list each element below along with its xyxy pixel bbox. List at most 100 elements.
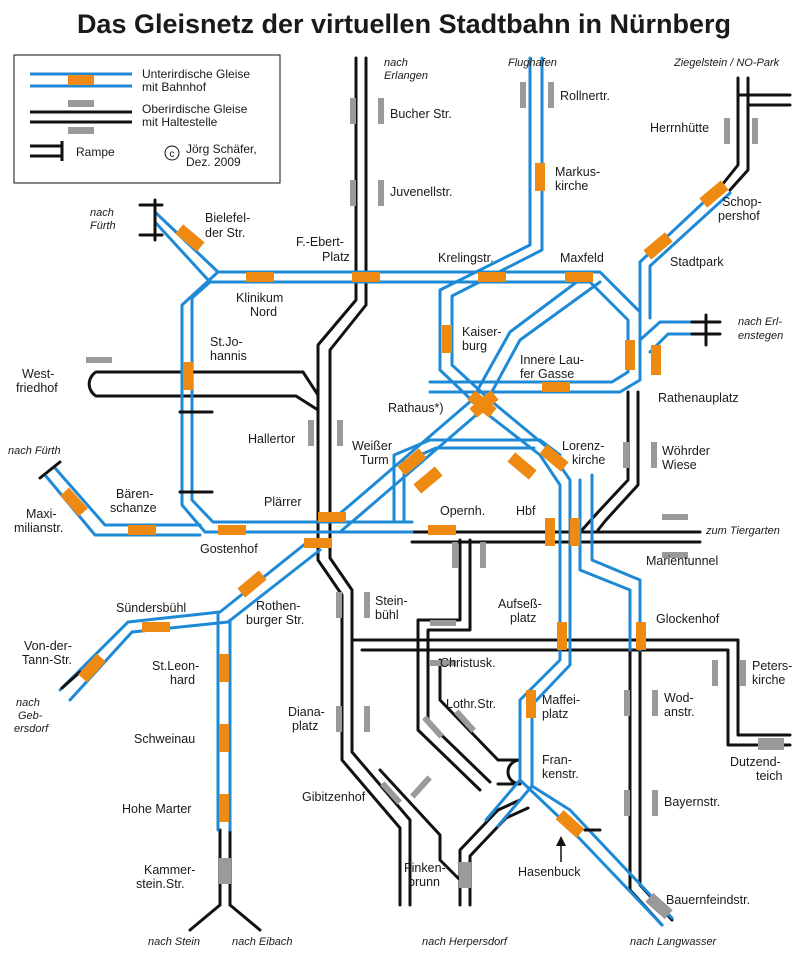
label-leonhard-1: St.Leon- [152, 659, 199, 673]
dest-fuerth-b: nach Fürth [8, 445, 61, 457]
label-rathenau: Rathenauplatz [658, 391, 739, 405]
label-gostenhof: Gostenhof [200, 542, 258, 556]
label-hasenbuck: Hasenbuck [518, 865, 581, 879]
dest-erlenstegen-1: nach Erl- [738, 316, 782, 328]
legend-underground-1: Unterirdische Gleise [142, 67, 250, 81]
station-labels: Bucher Str. Juvenellstr. Rollnertr. Mark… [14, 89, 792, 907]
dest-gebersdorf-1: nach [16, 697, 40, 709]
label-lorenz-1: Lorenz- [562, 439, 604, 453]
label-steinbuehl-2: bühl [375, 608, 399, 622]
label-glockenhof: Glockenhof [656, 612, 720, 626]
label-rathaus: Rathaus*) [388, 401, 444, 415]
label-johannis-2: hannis [210, 349, 247, 363]
label-leonhard-2: hard [170, 673, 195, 687]
label-bauernfeind: Bauernfeindstr. [666, 893, 750, 907]
copyright-letter: c [170, 149, 175, 160]
label-christusk: Christusk. [440, 656, 496, 670]
dest-fuerth-a-2: Fürth [90, 220, 116, 232]
legend-surface-1: Oberirdische Gleise [142, 102, 248, 116]
label-sundersbuehl: Sündersbühl [116, 601, 186, 615]
label-johannis-1: St.Jo- [210, 335, 243, 349]
copyright-icon [164, 145, 180, 161]
ramps [38, 198, 722, 832]
label-diana-1: Diana- [288, 705, 325, 719]
label-schweinau: Schweinau [134, 732, 195, 746]
label-bayernstr: Bayernstr. [664, 795, 720, 809]
label-baeren-2: schanze [110, 501, 157, 515]
label-innere-2: fer Gasse [520, 367, 574, 381]
destination-labels: nach Erlangen Flughafen Ziegelstein / NO… [8, 57, 783, 948]
label-vondertann-2: Tann-Str. [22, 653, 72, 667]
label-franken-1: Fran- [542, 753, 572, 767]
hasenbuck-arrow-icon [556, 836, 566, 862]
dest-erlenstegen-2: enstegen [738, 330, 783, 342]
label-kaiser-2: burg [462, 339, 487, 353]
label-finken-2: brunn [408, 875, 440, 889]
label-maxi-1: Maxi- [26, 507, 57, 521]
label-diana-2: platz [292, 719, 318, 733]
label-maxfeld: Maxfeld [560, 251, 604, 265]
label-herrnhuette: Herrnhütte [650, 121, 709, 135]
dest-fuerth-a-1: nach [90, 207, 114, 219]
label-febert-2: Platz [322, 250, 350, 264]
legend-underground-2: mit Bahnhof [142, 80, 207, 94]
label-west-2: friedhof [16, 381, 58, 395]
label-klinikum-2: Nord [250, 305, 277, 319]
label-stadtpark: Stadtpark [670, 255, 724, 269]
label-marientunnel: Marientunnel [646, 554, 718, 568]
dest-stein: nach Stein [148, 936, 200, 948]
label-west-1: West- [22, 367, 54, 381]
label-bielefelder-2: der Str. [205, 226, 245, 240]
label-rothenburger-1: Rothen- [256, 599, 300, 613]
label-steinbuehl-1: Stein- [375, 594, 408, 608]
label-maxi-2: milianstr. [14, 521, 63, 535]
label-peters-1: Peters- [752, 659, 792, 673]
label-kammer-2: stein.Str. [136, 877, 185, 891]
label-finken-1: Finken- [404, 861, 446, 875]
legend-author-2: Dez. 2009 [186, 155, 241, 169]
label-opernh: Opernh. [440, 504, 485, 518]
label-schop-2: pershof [718, 209, 760, 223]
label-vondertann-1: Von-der- [24, 639, 72, 653]
label-hbf: Hbf [516, 504, 536, 518]
label-wod-2: anstr. [664, 705, 695, 719]
label-lorenz-2: kirche [572, 453, 605, 467]
label-woehrder-1: Wöhrder [662, 444, 710, 458]
dest-ziegelstein: Ziegelstein / NO-Park [673, 57, 780, 69]
label-rollner: Rollnertr. [560, 89, 610, 103]
bottom-branches [188, 903, 262, 932]
dest-erlangen-1: nach [384, 57, 408, 69]
legend-ramp: Rampe [76, 145, 115, 159]
map-title: Das Gleisnetz der virtuellen Stadtbahn i… [77, 9, 731, 39]
dest-herpersdorf: nach Herpersdorf [422, 936, 508, 948]
dest-gebersdorf-2: Geb- [18, 710, 43, 722]
dest-langwasser: nach Langwasser [630, 936, 718, 948]
stations-underground [60, 163, 729, 838]
label-bucher: Bucher Str. [390, 107, 452, 121]
label-weisser-1: Weißer [352, 439, 392, 453]
label-aufsess-1: Aufseß- [498, 597, 542, 611]
label-gibitzenhof: Gibitzenhof [302, 790, 366, 804]
label-peters-2: kirche [752, 673, 785, 687]
label-dutzend-1: Dutzend- [730, 755, 781, 769]
label-markus-2: kirche [555, 179, 588, 193]
label-hohemarter: Hohe Marter [122, 802, 191, 816]
legend-surface-symbol [30, 100, 132, 134]
label-franken-2: kenstr. [542, 767, 579, 781]
label-klinikum-1: Klinikum [236, 291, 283, 305]
label-innere-1: Innere Lau- [520, 353, 584, 367]
label-weisser-2: Turm [360, 453, 389, 467]
dest-tiergarten: zum Tiergarten [705, 525, 780, 537]
label-maffei-2: platz [542, 707, 568, 721]
label-woehrder-2: Wiese [662, 458, 697, 472]
label-schop-1: Schop- [722, 195, 762, 209]
label-dutzend-2: teich [756, 769, 782, 783]
label-wod-1: Wod- [664, 691, 694, 705]
label-hallertor: Hallertor [248, 432, 295, 446]
label-markus-1: Markus- [555, 165, 600, 179]
label-kammer-1: Kammer- [144, 863, 195, 877]
stations-surface [86, 82, 784, 920]
label-krelingstr: Krelingstr. [438, 251, 494, 265]
legend: Unterirdische Gleise mit Bahnhof Oberird… [13, 54, 281, 184]
